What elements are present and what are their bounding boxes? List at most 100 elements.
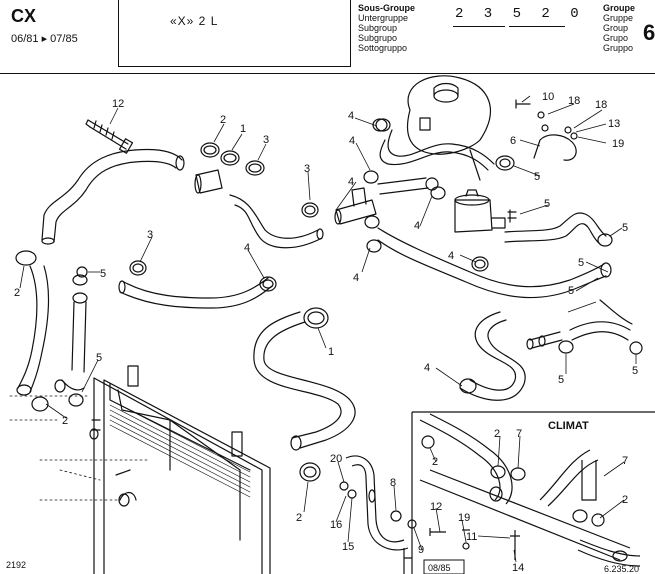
callout: 4 [448, 250, 454, 262]
subgroup-lang-es: Subgrupo [358, 33, 398, 43]
callout: 18 [568, 95, 580, 107]
callout: 3 [263, 134, 269, 146]
code-underline [509, 26, 565, 27]
date-box: 08/85 [423, 559, 465, 574]
subgroup-lang-en: Subgroup [358, 23, 398, 33]
expansion-tank [406, 75, 491, 181]
callout: 11 [466, 531, 477, 543]
subgroup-lang-de: Untergruppe [358, 13, 409, 23]
date-range: 06/81 ▸ 07/85 [11, 33, 78, 45]
group-labels: Groupe Gruppe Group Grupo Gruppo [603, 3, 635, 53]
callout: 9 [418, 544, 424, 556]
hose-long-lower [377, 227, 612, 299]
hose-mid-top [229, 194, 324, 249]
header: CX 06/81 ▸ 07/85 «X» 2 L Sous-Groupe Unt… [0, 0, 655, 74]
group-lang-de: Gruppe [603, 13, 634, 23]
callout: 6 [510, 135, 516, 147]
fitting-5-small [507, 209, 517, 223]
callout: 16 [330, 519, 342, 531]
clamp-2-lower [299, 462, 321, 482]
group-lang-it: Gruppo [603, 43, 634, 53]
clamp-4-tank [375, 118, 391, 132]
radiator [89, 365, 271, 574]
group-title: Groupe [603, 3, 636, 13]
callout: 1 [328, 346, 334, 358]
clamp-3-left [129, 260, 147, 276]
bolt-12 [85, 119, 134, 154]
callout: 4 [348, 176, 354, 188]
callout: 1 [240, 123, 246, 135]
callout: 10 [542, 91, 554, 103]
hose-bottom-center [339, 455, 470, 574]
group-digit: 6 [643, 20, 655, 45]
callout: 13 [608, 118, 620, 130]
callout-labels: 12 2 1 3 3 4 4 4 4 4 4 4 10 18 18 13 6 1… [6, 91, 639, 574]
callout: 5 [534, 171, 540, 183]
callout: 4 [414, 220, 420, 232]
clamp-3-top [245, 160, 265, 176]
variant-box [118, 0, 351, 67]
radiator-core [109, 399, 251, 498]
callout: 5 [622, 222, 628, 234]
pipe-right-lower [526, 299, 643, 355]
callout: 3 [304, 163, 310, 175]
callout: 7 [516, 428, 522, 440]
callout: 19 [612, 138, 624, 150]
subgroup-code: 2 3 5 2 0 [455, 6, 585, 22]
clamp-4-upper [363, 170, 379, 184]
hose-right-upper [504, 212, 613, 247]
hose-left-vertical [15, 250, 50, 412]
callout: 4 [244, 242, 250, 254]
thermostat-housing [454, 189, 506, 233]
group-lang-es: Grupo [603, 33, 629, 43]
subgroup-labels: Sous-Groupe Untergruppe Subgroup Subgrup… [358, 3, 415, 53]
callout: 5 [558, 374, 564, 386]
group-lang-en: Group [603, 23, 629, 33]
bleed-screws [515, 99, 578, 161]
clamp-4-right [471, 256, 489, 272]
callout: 7 [622, 455, 628, 467]
reference-number: 6.235.20 [604, 564, 639, 574]
subgroup-title: Sous-Groupe [358, 3, 416, 13]
date-box-label: 08/85 [428, 563, 451, 573]
callout: 2 [296, 512, 302, 524]
hose-middle [118, 277, 273, 309]
drawing-number: 2192 [6, 560, 26, 570]
clamp-2-top [200, 142, 220, 158]
callout: 18 [595, 99, 607, 111]
leader-lines [19, 95, 637, 563]
hose-left-vertical-2 [54, 274, 88, 407]
callout: 14 [512, 562, 524, 574]
callout: 12 [112, 98, 124, 110]
code-underline [453, 26, 505, 27]
clamp-5-left [76, 266, 88, 278]
callout: 8 [390, 477, 396, 489]
climat-inset [411, 411, 655, 574]
clamp-4-mid [259, 276, 277, 292]
header-divider [0, 73, 655, 74]
callout: 2 [432, 456, 438, 468]
clamp-3-mid [301, 202, 319, 218]
callout: 5 [632, 365, 638, 377]
callout: 12 [430, 501, 442, 513]
callout: 2 [622, 494, 628, 506]
hose-upper-left [41, 148, 185, 245]
variant-label: «X» 2 L [170, 14, 219, 28]
inset-title: CLIMAT [548, 420, 589, 432]
callout: 2 [62, 415, 68, 427]
connector-sleeve [194, 169, 223, 194]
t-piece [334, 187, 380, 229]
callout: 5 [568, 285, 574, 297]
callout: 4 [348, 110, 354, 122]
callout: 4 [349, 135, 355, 147]
subgroup-lang-it: Sottogruppo [358, 43, 408, 53]
hose-tank [372, 118, 495, 171]
callout: 15 [342, 541, 354, 553]
hose-1-lower [253, 307, 356, 451]
hose-bottom-right [459, 311, 526, 401]
callout: 4 [353, 272, 359, 284]
callout: 5 [96, 352, 102, 364]
clamp-5-tank [495, 155, 515, 171]
model-name: CX [11, 6, 37, 26]
